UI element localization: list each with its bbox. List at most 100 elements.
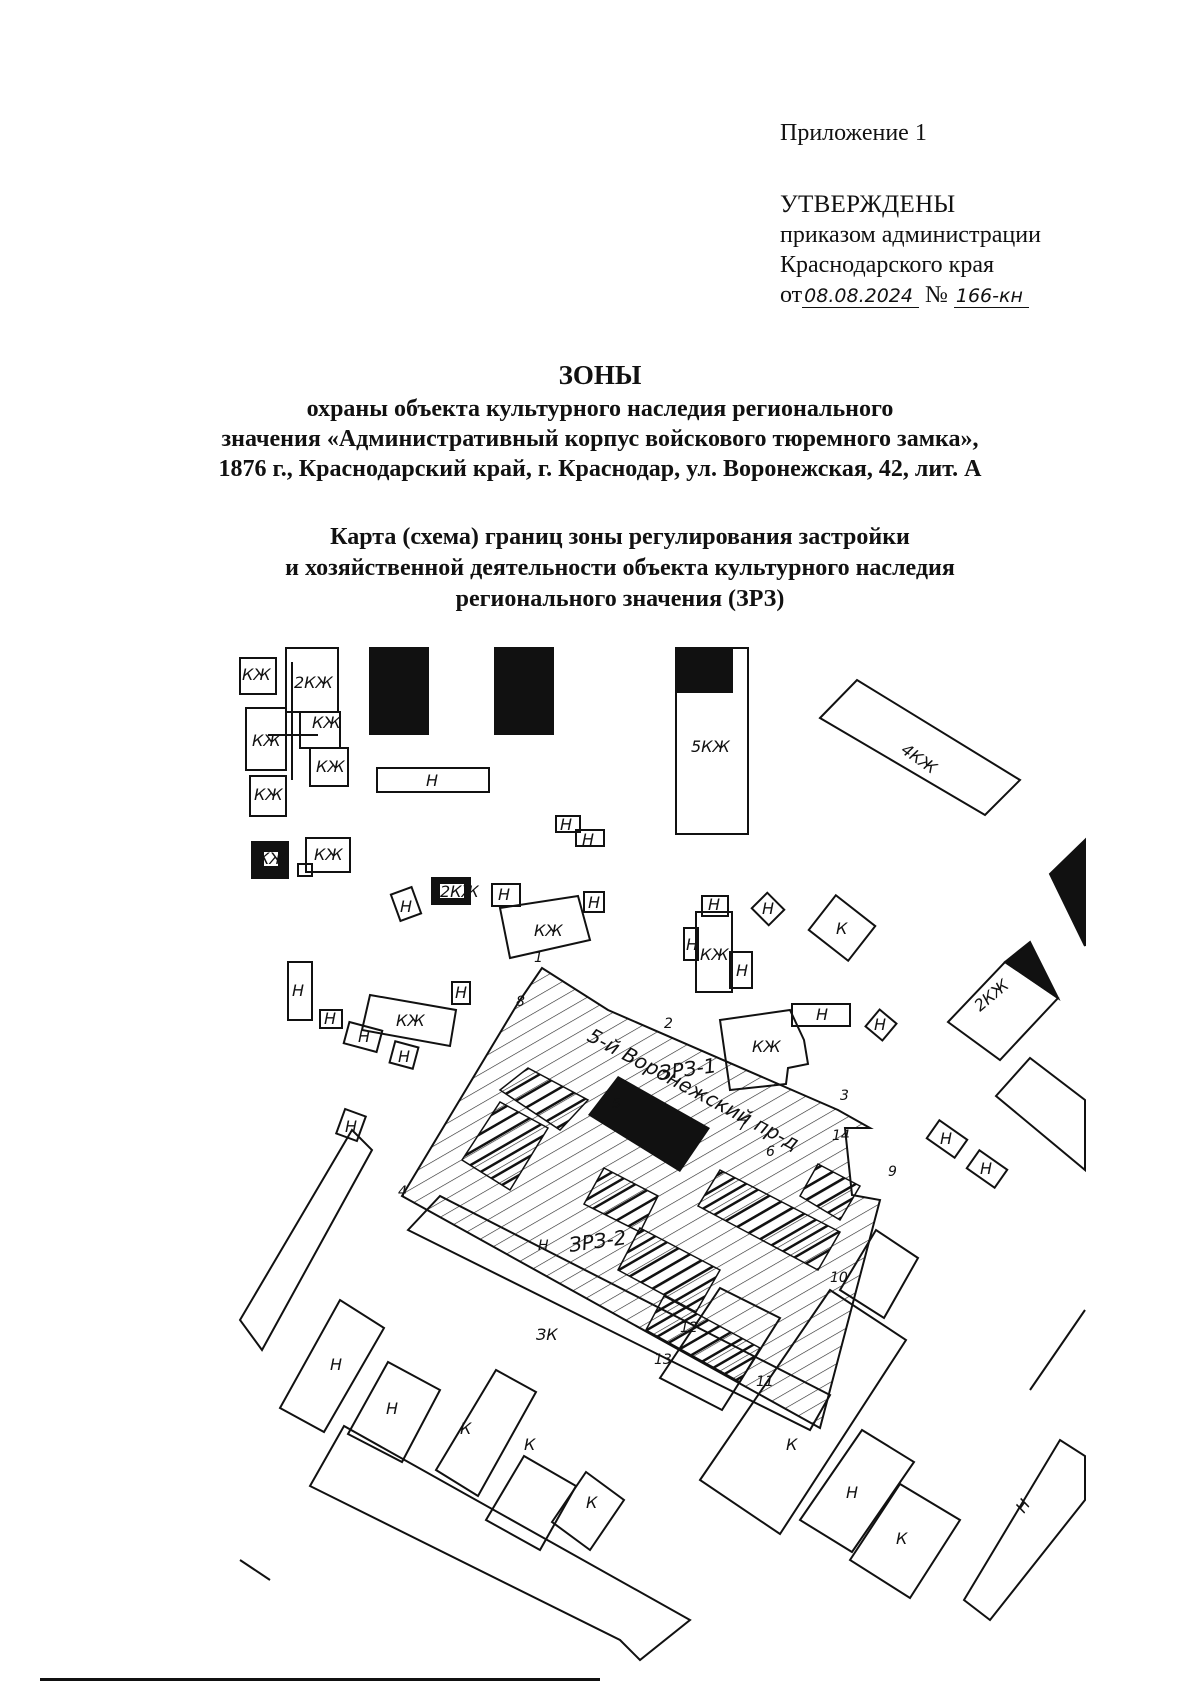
- building-k: [698, 1288, 908, 1536]
- building-kzh: [245, 707, 287, 771]
- label-n: Н: [560, 815, 572, 834]
- label-n: Н: [455, 983, 467, 1002]
- point-number: 13: [654, 1352, 672, 1368]
- building-dark: [1048, 837, 1086, 947]
- map-caption-line-3: регионального значения (ЗРЗ): [455, 586, 785, 612]
- label-n: Н: [426, 771, 438, 790]
- building-n: [388, 1040, 420, 1070]
- building: [994, 1056, 1086, 1173]
- building-n: [287, 961, 313, 1021]
- building-n: [555, 815, 581, 833]
- heritage-object: [588, 1076, 710, 1172]
- label-k: К: [524, 1435, 536, 1454]
- label-kzh: КЖ: [312, 713, 341, 732]
- building-n: [376, 767, 490, 793]
- building-n: [319, 1009, 343, 1029]
- title-main: ЗОНЫ: [558, 360, 642, 390]
- building-strip: [308, 1424, 692, 1662]
- building-n: [965, 1148, 1009, 1190]
- boundary-line: [1029, 1309, 1086, 1391]
- label-2kzh: 2КЖ: [970, 975, 1013, 1015]
- point-number: 12: [680, 1320, 698, 1336]
- building-k: [484, 1454, 578, 1552]
- point-number: 2: [664, 1016, 673, 1032]
- label-kzh: КЖ: [252, 731, 281, 750]
- zrz-zone-area: [400, 966, 882, 1430]
- label-n: Н: [330, 1355, 342, 1374]
- building-n: [583, 891, 605, 913]
- building-n: [346, 1360, 442, 1464]
- building-dark: [494, 647, 554, 735]
- label-2kzh: 2КЖ: [294, 673, 334, 692]
- label-4kzh: 4КЖ: [898, 740, 941, 778]
- building-dark-corner: [1003, 940, 1061, 1001]
- building-13: [658, 1286, 782, 1412]
- label-n: Н: [816, 1005, 828, 1024]
- zone-label-zrz-2: ЗРЗ-2: [567, 1225, 627, 1257]
- label-n: Н: [582, 830, 594, 849]
- point-number: 7: [738, 1118, 747, 1134]
- building: [299, 711, 341, 749]
- protected-building: [696, 1169, 842, 1272]
- label-n: Н: [1012, 1496, 1034, 1517]
- map-caption-line-2: и хозяйственной деятельности объекта кул…: [285, 555, 955, 581]
- building-2kzh-dark: [431, 877, 471, 905]
- protected-building: [616, 1226, 722, 1314]
- building-k: [807, 893, 877, 963]
- building-kzh: [695, 911, 733, 993]
- label-n: Н: [324, 1009, 336, 1028]
- label-n: Н: [762, 899, 774, 918]
- label-kzh: КЖ: [258, 849, 287, 868]
- street-label: 5-й Воронежский пр-д: [584, 1023, 804, 1155]
- building-n: [864, 1008, 898, 1042]
- label-kzh: КЖ: [752, 1037, 781, 1056]
- point-number: 8: [516, 994, 525, 1010]
- label-n: Н: [400, 897, 412, 916]
- label-n: Н: [398, 1047, 410, 1066]
- building-dark: [675, 647, 733, 693]
- building-strip: [238, 1128, 374, 1352]
- building-n: [683, 927, 699, 961]
- label-kzh: КЖ: [316, 757, 345, 776]
- label-kzh: КЖ: [396, 1011, 425, 1030]
- label-k: К: [786, 1435, 798, 1454]
- title-line-1: охраны объекта культурного наследия реги…: [306, 396, 894, 422]
- building-kzh: [239, 657, 277, 695]
- map-caption-line-1: Карта (схема) границ зоны регулирования …: [330, 524, 910, 550]
- protected-building: [460, 1101, 550, 1192]
- protected-building: [498, 1067, 590, 1131]
- label-2kzh: 2КЖ: [440, 882, 480, 901]
- label-k: К: [586, 1493, 598, 1512]
- building-n: [491, 883, 521, 907]
- building-kzh: [498, 894, 592, 960]
- point-number: 11: [756, 1374, 774, 1390]
- protected-building: [644, 1294, 762, 1384]
- building-k: [848, 1482, 962, 1600]
- building-kzh: [718, 1008, 810, 1092]
- building-n: [798, 1428, 916, 1554]
- label-5kzh: 5КЖ: [691, 737, 731, 756]
- building-kzh: [360, 993, 458, 1048]
- label-n: Н: [940, 1129, 952, 1148]
- label-k: К: [896, 1529, 908, 1548]
- building: [297, 863, 313, 877]
- label-n: Н: [874, 1015, 886, 1034]
- building-n: [451, 981, 471, 1005]
- approval-block: Приложение 1 УТВЕРЖДЕНЫ приказом админис…: [780, 118, 1180, 310]
- building-kzh: [309, 747, 349, 787]
- label-n: Н: [736, 961, 748, 980]
- point-number: 4: [398, 1184, 407, 1200]
- building-n: [791, 1003, 851, 1027]
- title-line-2: значения «Административный корпус войско…: [221, 426, 979, 452]
- handwritten-date: 08.08.2024: [802, 285, 919, 308]
- point-number: 1: [534, 950, 543, 966]
- building-n: [962, 1438, 1086, 1622]
- point-number: 10: [830, 1270, 848, 1286]
- building-n: [278, 1298, 386, 1434]
- label-n: Н: [292, 981, 304, 1000]
- label-kzh: КЖ: [242, 665, 271, 684]
- building-n: [750, 891, 786, 927]
- label-n: Н: [686, 935, 698, 954]
- boundary-line: [239, 1559, 271, 1581]
- zone-label-zrz-1: ЗРЗ-1: [657, 1053, 717, 1085]
